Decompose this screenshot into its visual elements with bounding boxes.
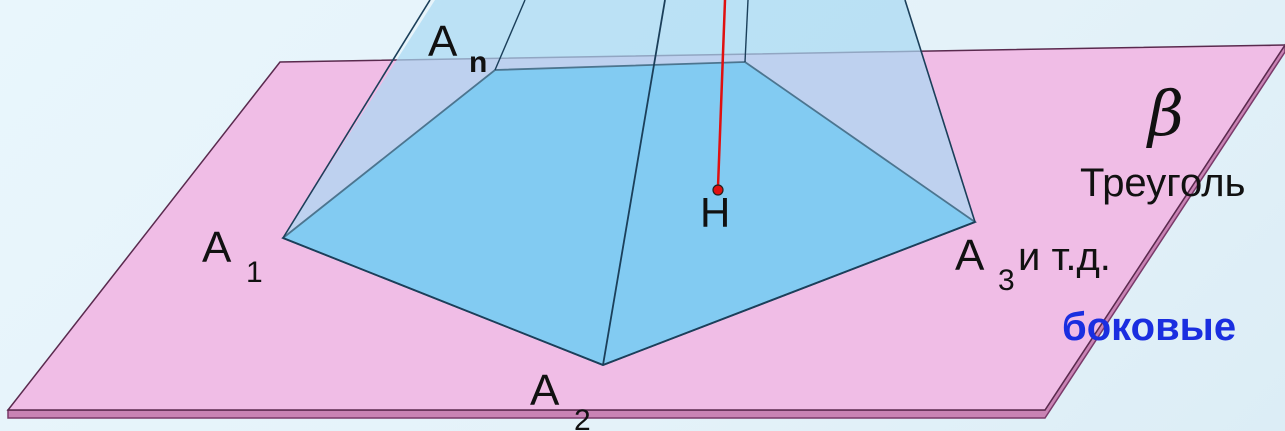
- vertex-an-letter: A: [428, 17, 458, 66]
- edge-a2-apex: [602, 0, 666, 366]
- edge-a3-apex: [904, 0, 976, 223]
- vertex-a1-letter: A: [202, 223, 232, 272]
- etc-text: и т.д.: [1018, 235, 1111, 279]
- lateral-faces-text: боковые: [1062, 305, 1236, 349]
- pyramid: [281, 0, 977, 366]
- vertex-labels: A n A 1 A 2 A 3 H β: [202, 17, 1184, 431]
- pyramid-rear-face: [283, 0, 975, 238]
- vertex-a1-subscript: 1: [246, 256, 263, 289]
- edge-rear-apex: [744, 0, 749, 63]
- vertex-a2-letter: A: [530, 366, 560, 415]
- foot-point-h: [712, 184, 724, 196]
- side-text: Треуголь и т.д. боковые: [1018, 161, 1246, 349]
- vertex-a2-subscript: 2: [574, 404, 591, 431]
- vertex-a3-letter: A: [955, 231, 985, 280]
- triangles-text: Треуголь: [1080, 161, 1246, 205]
- edge-base-a2-a3: [602, 221, 976, 366]
- pyramid-front-face-right: [603, 0, 975, 365]
- edge-an-apex: [494, 0, 526, 71]
- pyramid-front-face-left: [283, 0, 665, 365]
- height-line: [716, 0, 727, 188]
- plane-beta-symbol: β: [1146, 77, 1184, 150]
- edge-base-a1-a2: [282, 237, 604, 366]
- vertex-a3-subscript: 3: [998, 264, 1015, 297]
- vertex-an-subscript: n: [469, 46, 487, 79]
- edge-a1-apex: [282, 0, 431, 239]
- foot-label-h: H: [700, 189, 730, 236]
